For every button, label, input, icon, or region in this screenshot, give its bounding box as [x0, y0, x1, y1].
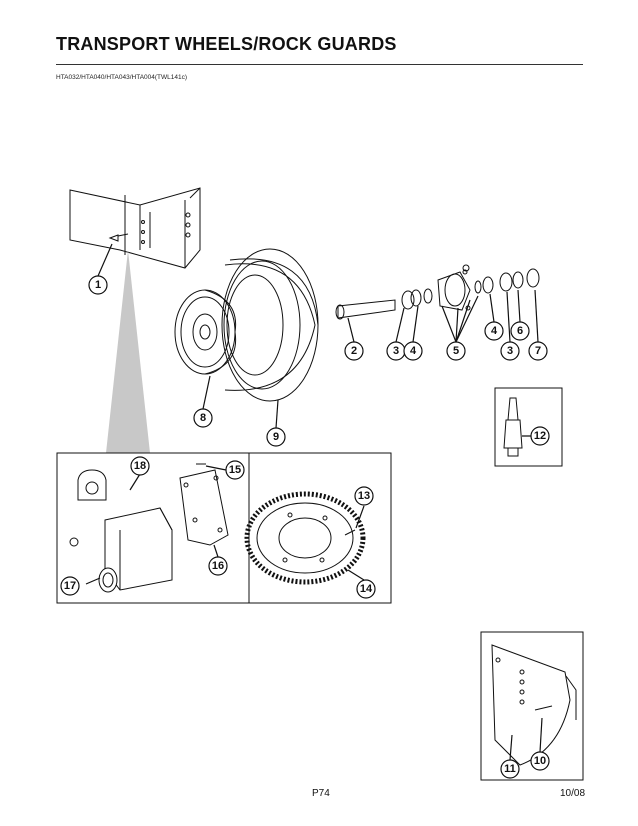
callout-5: 5	[446, 341, 466, 361]
detail-box-ring	[244, 452, 392, 604]
svg-text:14: 14	[360, 583, 373, 595]
callout-12: 12	[530, 426, 550, 446]
wheel-rim	[174, 289, 237, 375]
svg-text:3: 3	[393, 345, 399, 357]
svg-text:18: 18	[134, 460, 146, 472]
svg-text:15: 15	[229, 464, 241, 476]
callout-6: 6	[510, 321, 530, 341]
callout-17: 17	[60, 576, 80, 596]
page-title: TRANSPORT WHEELS/ROCK GUARDS	[56, 34, 397, 54]
svg-text:8: 8	[200, 412, 206, 424]
guard-plate	[179, 463, 229, 546]
valve-stem-box	[494, 387, 563, 467]
callouts: 1 2 3 4 5 4 6 3 7 8 9 12 18 15 16 17 13 …	[60, 275, 550, 779]
frame-bracket	[69, 187, 201, 269]
svg-text:4: 4	[410, 345, 417, 357]
leader-lines	[85, 243, 543, 761]
svg-text:17: 17	[64, 580, 76, 592]
callout-3: 3	[386, 341, 406, 361]
callout-16: 16	[208, 556, 228, 576]
svg-text:3: 3	[507, 345, 513, 357]
callout-9: 9	[266, 427, 286, 447]
callout-1: 1	[88, 275, 108, 295]
callout-4: 4	[403, 341, 423, 361]
svg-text:12: 12	[534, 430, 546, 442]
svg-text:13: 13	[358, 490, 370, 502]
tire	[221, 248, 319, 402]
svg-text:2: 2	[351, 345, 357, 357]
svg-text:6: 6	[517, 325, 523, 337]
svg-text:9: 9	[273, 431, 279, 443]
title-rule	[56, 64, 583, 65]
callout-7: 7	[528, 341, 548, 361]
callout-18: 18	[130, 456, 150, 476]
callout-10: 10	[530, 751, 550, 771]
svg-text:4: 4	[491, 325, 498, 337]
detail-projection	[106, 250, 150, 453]
callout-4b: 4	[484, 321, 504, 341]
model-codes: HTA032/HTA040/HTA043/HTA004(TWL141c)	[56, 74, 188, 81]
svg-text:5: 5	[453, 345, 459, 357]
callout-11: 11	[500, 759, 520, 779]
callout-3b: 3	[500, 341, 520, 361]
callout-14: 14	[356, 579, 376, 599]
svg-text:7: 7	[535, 345, 541, 357]
callout-2: 2	[344, 341, 364, 361]
callout-8: 8	[193, 408, 213, 428]
callout-13: 13	[354, 486, 374, 506]
svg-text:16: 16	[212, 560, 224, 572]
svg-text:1: 1	[95, 279, 101, 291]
svg-text:11: 11	[504, 763, 516, 775]
svg-text:10: 10	[534, 755, 546, 767]
callout-15: 15	[225, 460, 245, 480]
hub-assembly	[401, 264, 540, 311]
revision-date: 10/08	[560, 788, 586, 799]
spindle	[335, 299, 396, 320]
page-number: P74	[312, 788, 330, 799]
